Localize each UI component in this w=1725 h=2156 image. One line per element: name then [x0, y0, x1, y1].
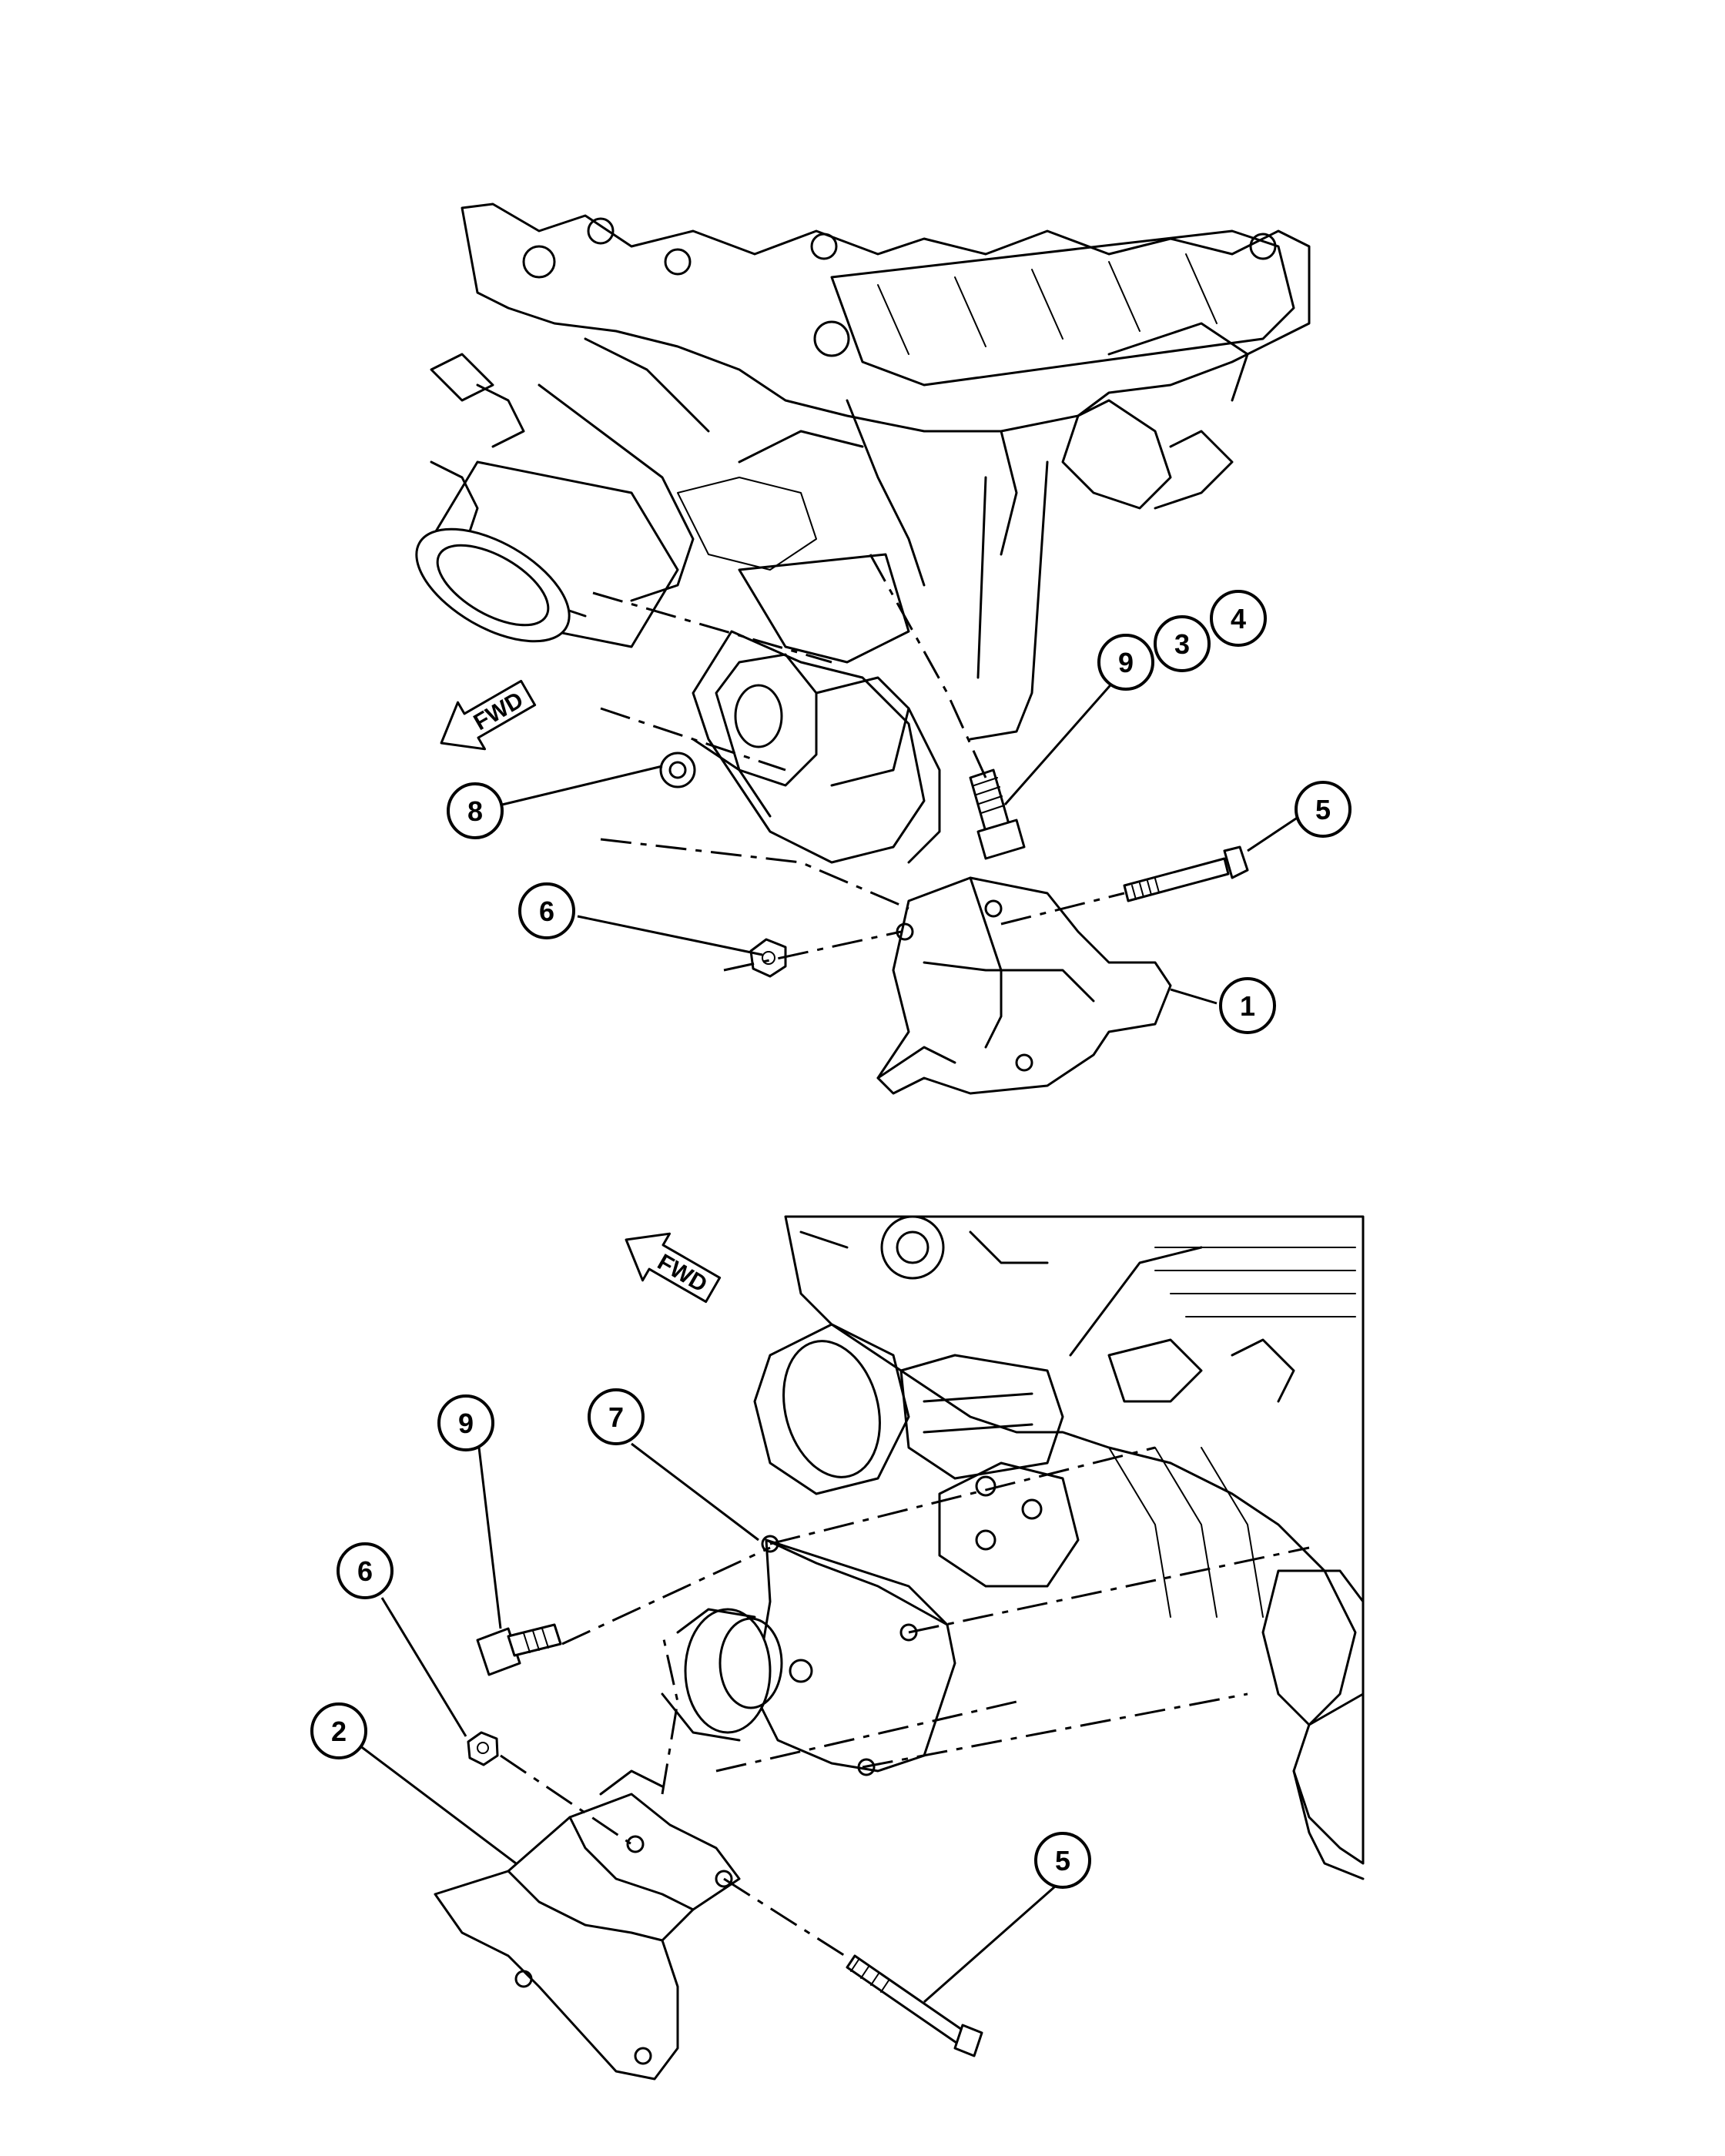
- top-centerline-c: [600, 838, 909, 910]
- callout-1-top: 1: [1219, 977, 1276, 1034]
- top-centerline-f: [723, 930, 902, 972]
- bottom-centerline-f: [500, 1754, 632, 1846]
- svg-text:3: 3: [1174, 628, 1190, 660]
- callout-3-top: 3: [1154, 615, 1211, 672]
- bottom-nut-6: [467, 1731, 499, 1766]
- top-oil-filter: [415, 460, 679, 648]
- top-centerline-d: [869, 554, 987, 778]
- callout-7-bottom: 7: [588, 1388, 645, 1445]
- top-bolt-9: [969, 768, 1026, 860]
- svg-text:2: 2: [331, 1716, 347, 1747]
- callout-8-top: 8: [447, 782, 504, 839]
- top-engine-block: [430, 203, 1311, 741]
- bottom-centerline-d: [715, 1700, 1017, 1773]
- callout-6-top: 6: [518, 882, 575, 939]
- svg-text:8: 8: [467, 795, 483, 827]
- bottom-callouts: 9 7 6 2 5: [310, 1388, 1091, 2004]
- bottom-centerline-h: [661, 1632, 679, 1795]
- top-bolt-5: [1123, 845, 1249, 902]
- svg-text:6: 6: [357, 1555, 373, 1587]
- bottom-centerline-c: [908, 1546, 1310, 1634]
- top-figure: FWD 4 3 9 5: [415, 203, 1352, 1095]
- svg-text:4: 4: [1231, 603, 1246, 634]
- bottom-centerline-g: [723, 1877, 852, 1961]
- svg-text:1: 1: [1240, 990, 1255, 1022]
- top-centerline-b: [600, 707, 786, 772]
- callout-6-bottom: 6: [337, 1542, 394, 1599]
- bottom-fwd-arrow: FWD: [625, 1232, 722, 1304]
- bottom-centerline-a: [561, 1546, 771, 1645]
- top-engine-bracket: [659, 553, 941, 864]
- callout-2-bottom: 2: [310, 1702, 367, 1759]
- callout-4-top: 4: [1210, 590, 1267, 647]
- svg-text:6: 6: [539, 896, 554, 927]
- callout-5-bottom: 5: [1034, 1832, 1091, 1889]
- svg-text:7: 7: [608, 1401, 624, 1433]
- callout-5-top: 5: [1295, 781, 1352, 838]
- bottom-engine-assembly: [753, 1215, 1365, 1880]
- top-centerline-e: [1000, 892, 1125, 926]
- bottom-centerline-b: [769, 1446, 1156, 1545]
- bottom-figure: FWD 9 7 6 2: [310, 1215, 1365, 2081]
- top-mount-bracket: [876, 876, 1172, 1095]
- top-centerline-a: [592, 591, 832, 664]
- svg-text:5: 5: [1315, 794, 1331, 825]
- top-nut-6: [749, 938, 787, 978]
- top-fwd-arrow: FWD: [440, 679, 537, 751]
- callout-9-bottom: 9: [437, 1394, 494, 1451]
- bottom-mount-bracket-7: [661, 1535, 956, 1776]
- bottom-bolt-5: [846, 1954, 983, 2057]
- bottom-mount-bracket-2: [434, 1769, 741, 2081]
- bottom-bolt-9: [476, 1623, 562, 1676]
- svg-text:5: 5: [1055, 1845, 1070, 1876]
- top-callouts: 4 3 9 5 8 6 1: [447, 590, 1352, 1034]
- bottom-centerline-e: [862, 1692, 1248, 1769]
- callout-9-top: 9: [1097, 634, 1154, 691]
- svg-text:9: 9: [1118, 647, 1134, 678]
- svg-text:9: 9: [458, 1408, 474, 1439]
